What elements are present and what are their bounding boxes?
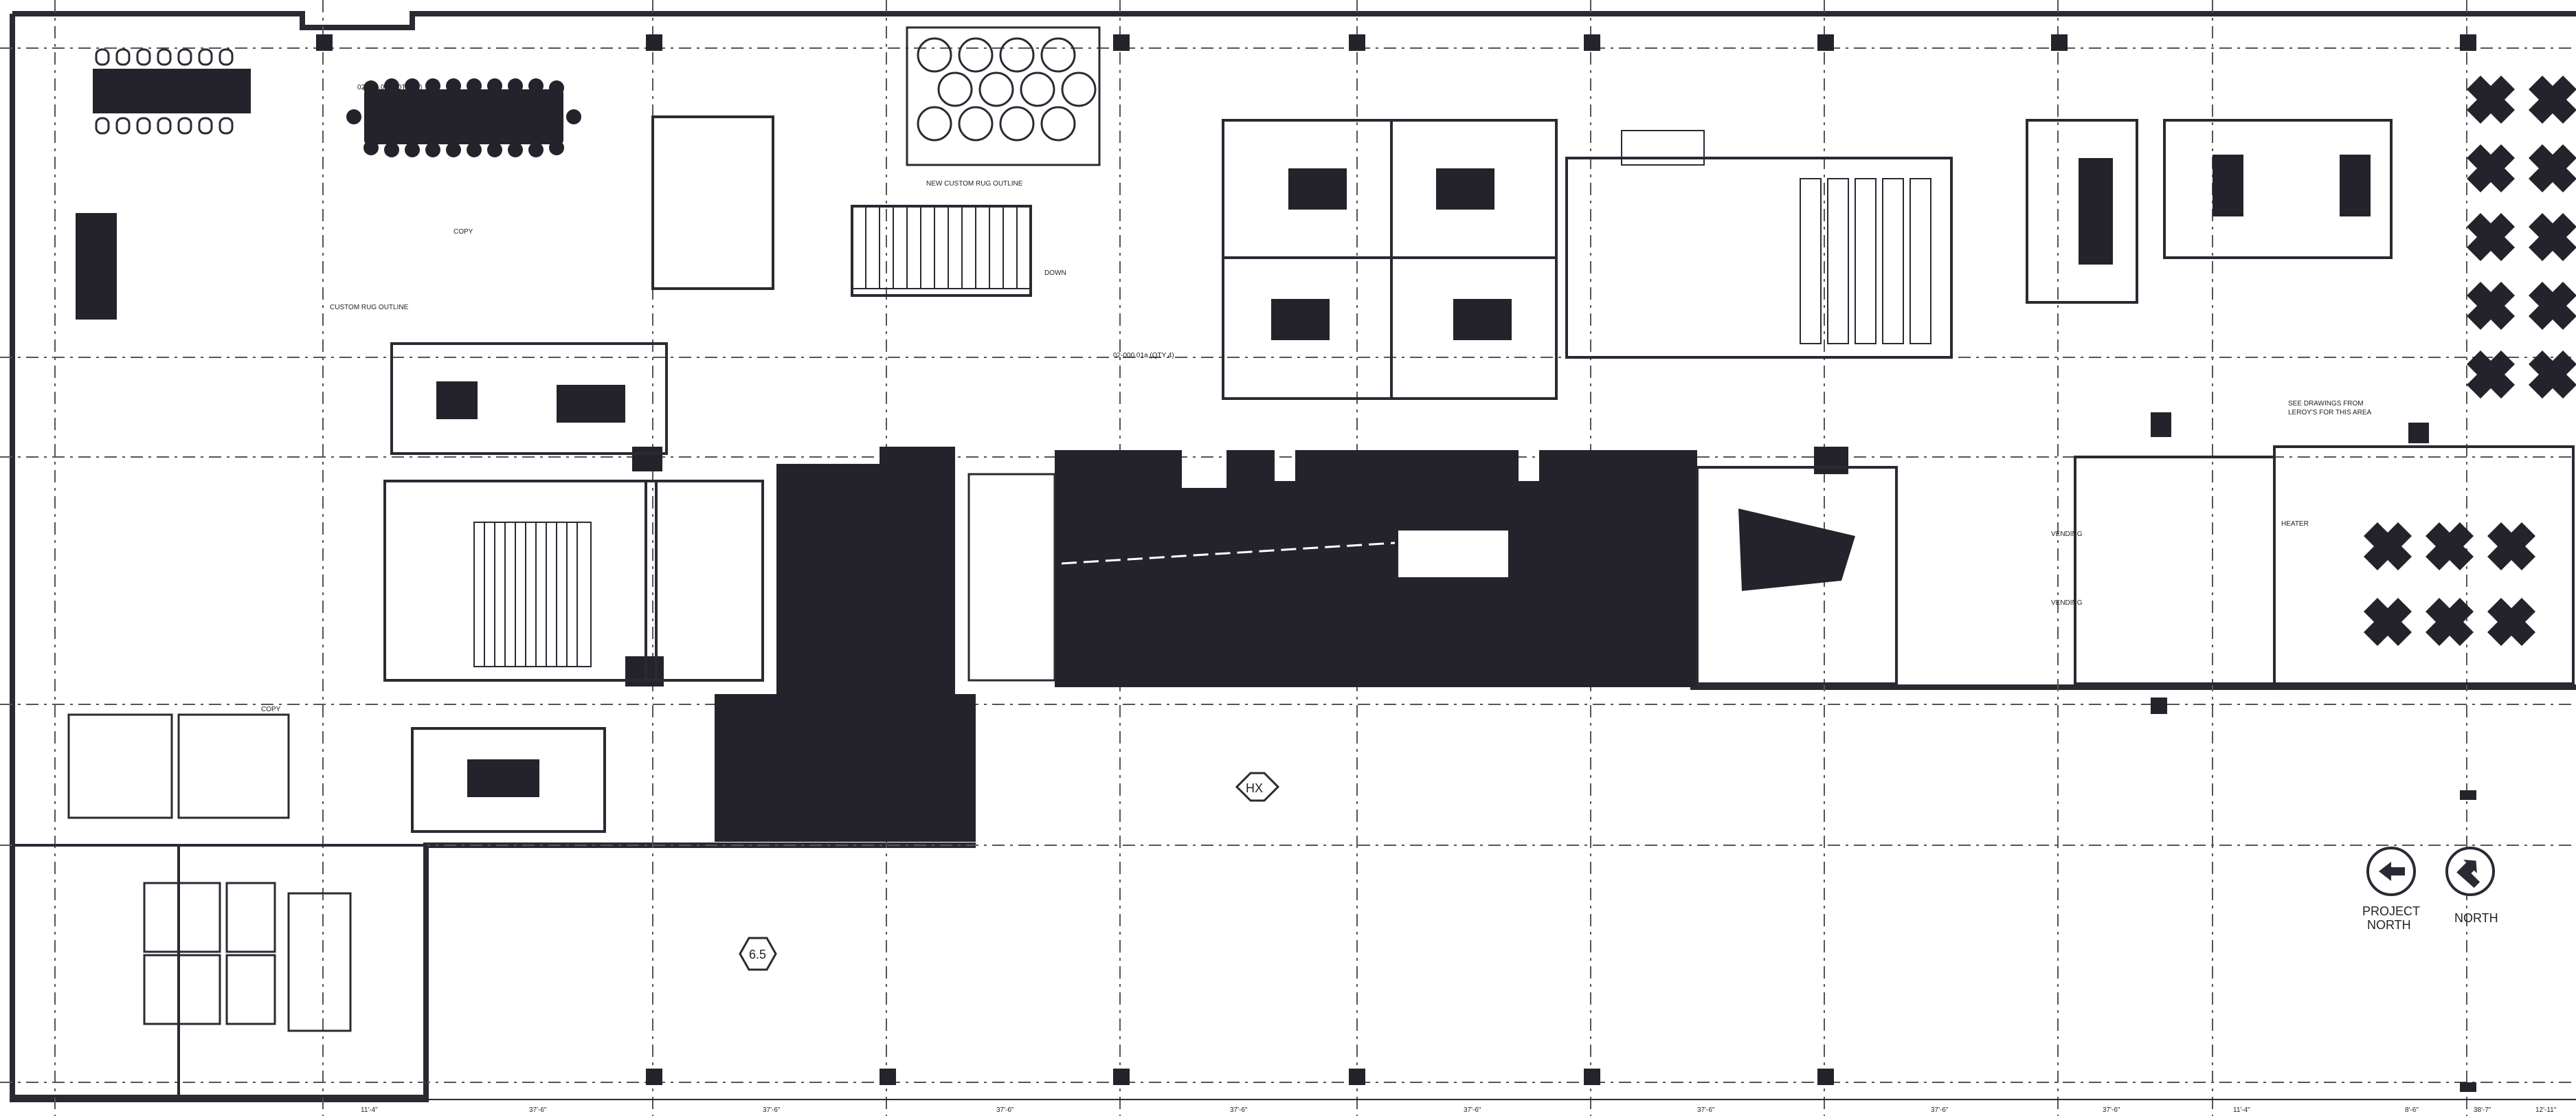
dim-11: 8'-6" — [2405, 1106, 2419, 1114]
stairs-west — [473, 522, 592, 667]
project-north-label-1: PROJECT — [2362, 904, 2420, 918]
core-dashed-line — [1061, 542, 1396, 565]
dim-5: 37'-6" — [1230, 1106, 1248, 1114]
grid-bubble-65-label: 6.5 — [749, 948, 766, 961]
north-icon — [2456, 860, 2480, 889]
conference-room-large — [346, 78, 581, 157]
see-drawings-label-1: SEE DRAWINGS FROM — [2288, 400, 2364, 408]
core-opening — [1398, 531, 1508, 577]
vending-label-2: VENDING — [2051, 599, 2083, 607]
conference-room-top-left — [93, 48, 251, 135]
copy-label-2: COPY — [261, 706, 281, 713]
dim-6: 37'-6" — [1464, 1106, 1481, 1114]
custom-rug-label: CUSTOM RUG OUTLINE — [330, 304, 409, 311]
vending-label-1: VENDING — [2051, 531, 2083, 538]
custom-rug-area — [906, 26, 1101, 166]
dimension-string: 11'-4" 37'-6" 37'-6" 37'-6" 37'-6" 37'-6… — [323, 1099, 2576, 1114]
cafe-tables-east — [2364, 76, 2576, 646]
project-north-arrow: PROJECT NORTH — [2362, 847, 2420, 932]
stairs-north — [851, 205, 1031, 289]
small-meeting-tables — [436, 155, 2371, 797]
heater-label: HEATER — [2281, 520, 2309, 528]
dim-3: 37'-6" — [763, 1106, 781, 1114]
southwest-offices — [67, 713, 352, 1032]
dim-10: 11'-4" — [2233, 1106, 2250, 1114]
see-drawings-label-2: LEROY'S FOR THIS AREA — [2288, 409, 2372, 416]
north-label: NORTH — [2454, 911, 2498, 925]
dim-13: 12'-11" — [2535, 1106, 2557, 1114]
grid-bubble-hx: HX — [1235, 772, 1280, 802]
dim-8: 37'-6" — [1931, 1106, 1949, 1114]
workstation-benches — [1621, 130, 1931, 344]
project-north-icon — [2379, 862, 2405, 881]
dim-9: 37'-6" — [2103, 1106, 2120, 1114]
rug-outline-label: NEW CUSTOM RUG OUTLINE — [926, 180, 1023, 188]
dim-4: 37'-6" — [996, 1106, 1014, 1114]
copy-label-1: COPY — [453, 228, 473, 236]
north-arrow: NORTH — [2445, 847, 2498, 925]
grid-bubble-hx-label: HX — [1246, 781, 1263, 795]
core-solid-fill — [715, 447, 1697, 842]
dim-12: 38'-7" — [2474, 1106, 2491, 1114]
grid-bubble-65: 6.5 — [739, 937, 777, 971]
down-label: DOWN — [1044, 269, 1066, 277]
dim-7: 37'-6" — [1697, 1106, 1715, 1114]
project-north-label-2: NORTH — [2367, 918, 2411, 932]
dim-1: 11'-4" — [361, 1106, 378, 1114]
elevator-shaft — [967, 473, 1056, 682]
table-west — [76, 213, 117, 320]
qty-22-label: 02-046.01a (QTY 22) — [357, 84, 422, 91]
qty-4-label: 02-000.01a (QTY 4) — [1113, 352, 1174, 359]
dim-2: 37'-6" — [529, 1106, 547, 1114]
